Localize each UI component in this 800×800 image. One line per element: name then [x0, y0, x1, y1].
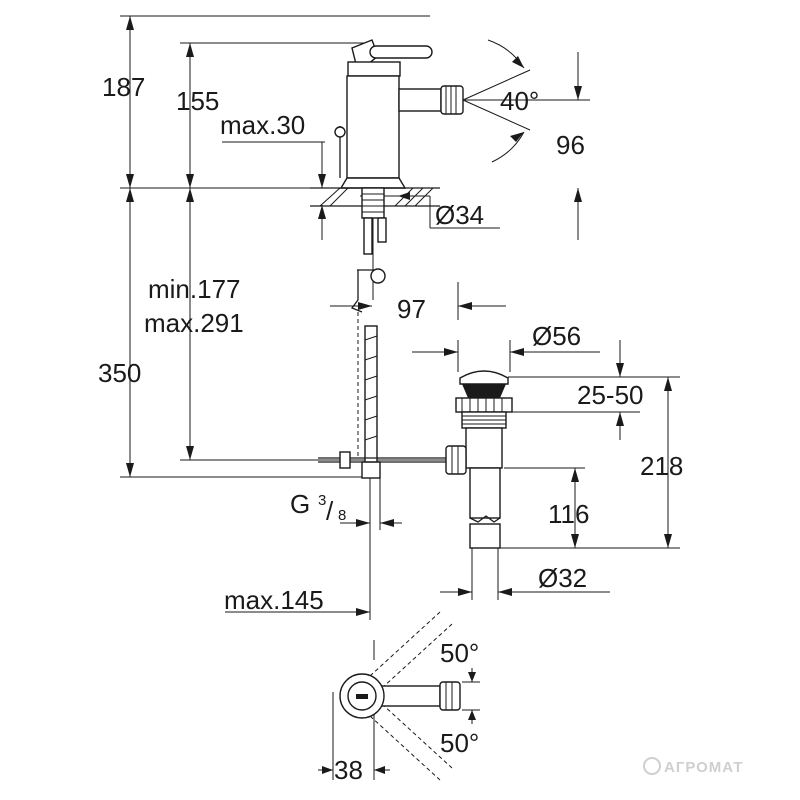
label-96: 96 — [556, 130, 585, 160]
label-min177: min.177 — [148, 274, 241, 304]
label-g: G — [290, 489, 310, 519]
label-dia32: Ø32 — [538, 563, 587, 593]
label-25-50: 25-50 — [577, 380, 644, 410]
dimension-dia32 — [440, 588, 610, 596]
label-g-numerator: 3 — [318, 492, 326, 509]
label-max291: max.291 — [144, 308, 244, 338]
dimension-218 — [664, 377, 672, 548]
label-116: 116 — [548, 499, 589, 529]
label-g-denominator: 8 — [338, 507, 346, 524]
label-angle50-top: 50° — [440, 638, 479, 668]
popup-waste — [412, 340, 680, 600]
dimension-g38 — [340, 519, 402, 527]
dimension-155 — [186, 43, 194, 188]
dimension-96 — [465, 52, 590, 240]
watermark: АГРОМАТ — [643, 757, 744, 776]
dimension-97 — [330, 282, 506, 320]
label-max145: max.145 — [224, 585, 324, 615]
label-97: 97 — [397, 294, 426, 324]
label-angle40: 40° — [500, 86, 539, 116]
label-dia34: Ø34 — [435, 200, 484, 230]
label-218: 218 — [640, 451, 683, 481]
dimension-25-50 — [616, 340, 624, 440]
label-dia56: Ø56 — [532, 321, 581, 351]
label-max30: max.30 — [220, 110, 305, 140]
dimension-max145 — [225, 608, 370, 616]
mounting-shank — [361, 187, 387, 300]
dimension-angle40 — [462, 39, 531, 163]
flex-hose — [361, 325, 381, 620]
label-350: 350 — [98, 358, 141, 388]
popup-link-rod — [318, 451, 448, 469]
dimension-116 — [571, 468, 579, 548]
dimension-max30 — [318, 142, 326, 240]
extension-lines — [120, 15, 470, 478]
watermark-text: АГРОМАТ — [664, 759, 744, 776]
top-view — [318, 611, 480, 781]
dimension-350 — [126, 188, 134, 477]
popup-rod-clamp — [350, 268, 386, 458]
label-g-slash: / — [326, 496, 334, 526]
dimension-187 — [126, 16, 134, 188]
dimension-labels: 187 155 max.30 40° 96 Ø34 min.177 max.29… — [98, 72, 683, 785]
label-187: 187 — [102, 72, 145, 102]
faucet-body — [334, 39, 464, 189]
label-angle50-bottom: 50° — [440, 728, 479, 758]
dimension-min-max — [186, 188, 194, 460]
label-155: 155 — [176, 86, 219, 116]
label-38: 38 — [334, 755, 363, 785]
